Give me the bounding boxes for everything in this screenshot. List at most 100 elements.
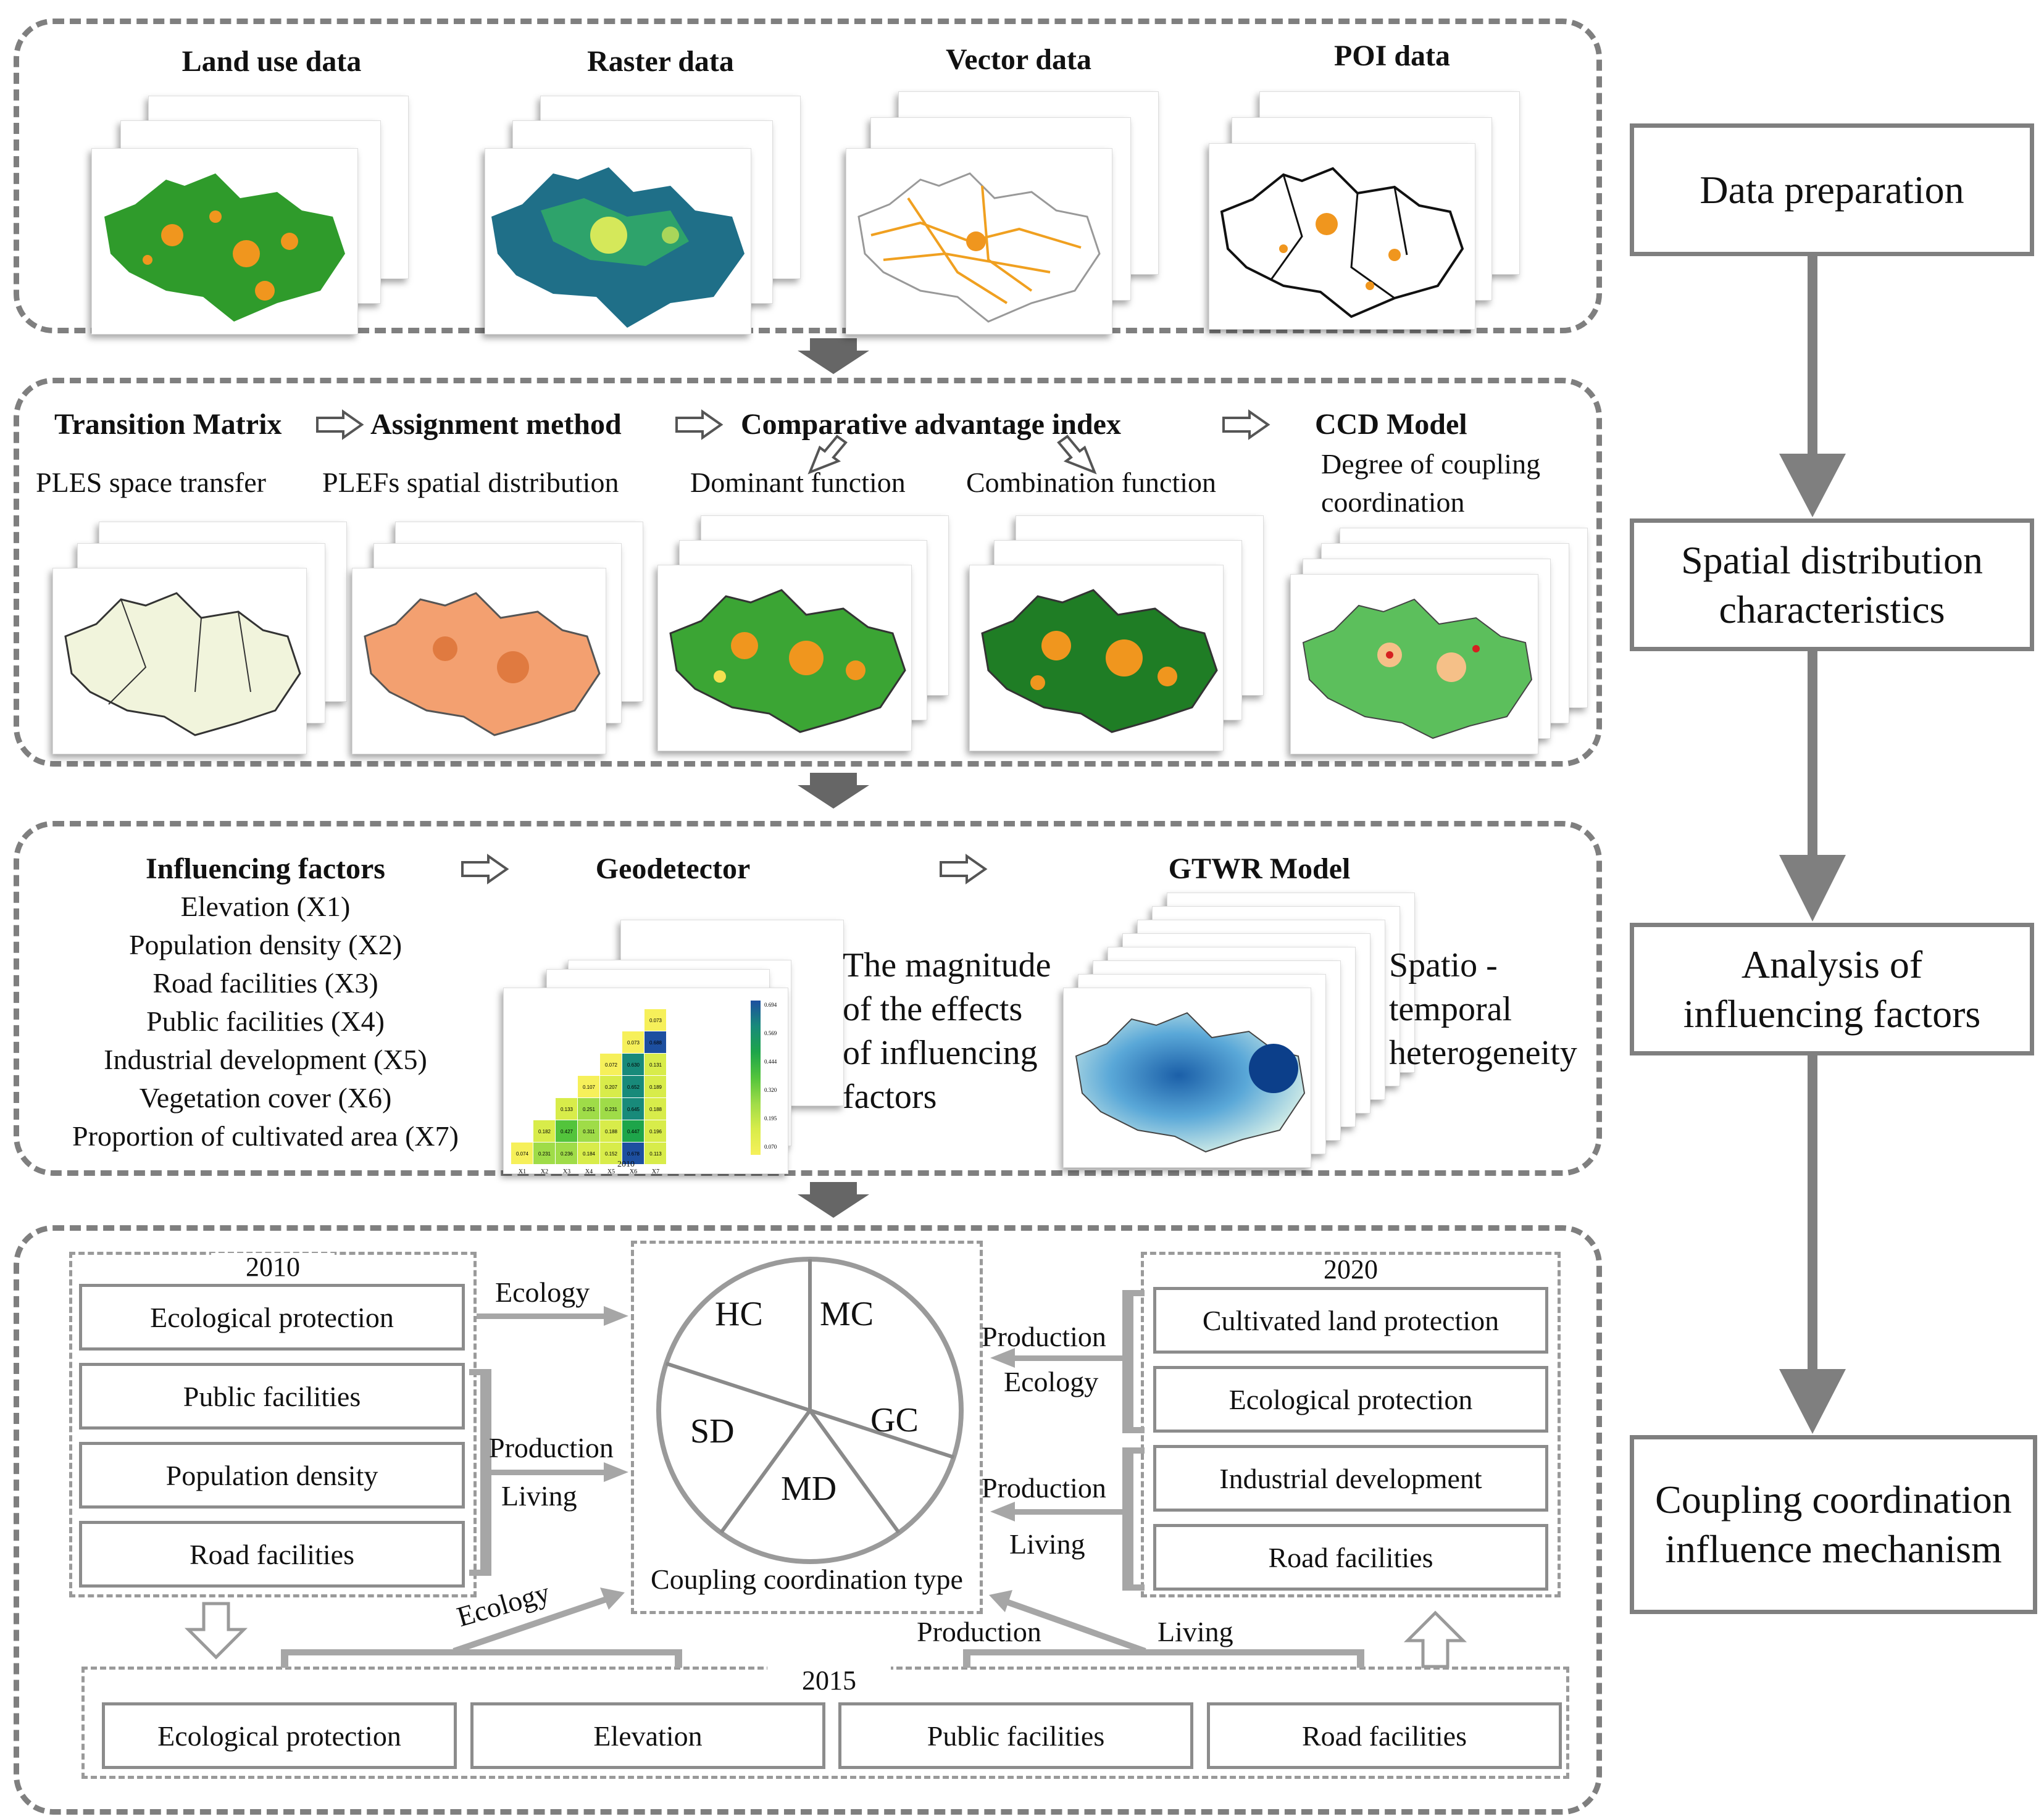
factor-elevation: Elevation (X1) bbox=[180, 891, 351, 922]
down-arrow-2 bbox=[798, 773, 869, 809]
matrix-year-label: 2010 bbox=[617, 1160, 635, 1169]
gtwr-title: GTWR Model bbox=[1168, 852, 1351, 885]
ccd-map bbox=[1302, 598, 1533, 739]
matrix-colorbar-tick: 0.444 bbox=[764, 1059, 777, 1065]
matrix-cell-value: 0.652 bbox=[627, 1084, 640, 1090]
factor-cultivated-area: Proportion of cultivated area (X7) bbox=[72, 1120, 459, 1152]
matrix-cell bbox=[600, 1143, 622, 1164]
matrix-cell bbox=[533, 1143, 555, 1164]
raster-map bbox=[491, 167, 745, 328]
output-dominant-function: Dominant function bbox=[690, 467, 906, 498]
vector-map-card bbox=[846, 148, 1112, 335]
box-2015-ecological-protection: Ecological protection bbox=[102, 1702, 457, 1769]
raster-title: Raster data bbox=[587, 45, 734, 78]
matrix-cell bbox=[600, 1054, 622, 1075]
factor-population-density: Population density (X2) bbox=[128, 929, 403, 960]
poi-map bbox=[1220, 167, 1464, 318]
gtwr-map bbox=[1075, 1012, 1306, 1153]
matrix-cell-value: 0.447 bbox=[627, 1129, 640, 1134]
vector-map bbox=[857, 172, 1101, 323]
label-living-2020: Living bbox=[1009, 1528, 1085, 1560]
matrix-cell-value: 0.311 bbox=[583, 1129, 595, 1134]
down-arrow-1 bbox=[798, 338, 869, 374]
raster-map-card bbox=[485, 148, 751, 335]
matrix-cell bbox=[578, 1143, 599, 1164]
matrix-cell-value: 0.072 bbox=[605, 1062, 618, 1068]
matrix-axis-label: X4 bbox=[585, 1168, 593, 1175]
factor-industrial-development: Industrial development (X5) bbox=[104, 1044, 427, 1075]
transfer-map bbox=[64, 592, 301, 736]
box-2010-ecological-protection: Ecological protection bbox=[79, 1284, 465, 1351]
poi-map-card bbox=[1209, 143, 1475, 330]
output-ples-transfer: PLES space transfer bbox=[36, 467, 266, 498]
flow-data-preparation: Data preparation bbox=[1630, 123, 2034, 256]
matrix-cell-value: 0.182 bbox=[538, 1129, 551, 1134]
matrix-cell-value: 0.073 bbox=[649, 1018, 662, 1023]
pie-segment-hc: HC bbox=[715, 1295, 763, 1333]
method-comparative-advantage: Comparative advantage index bbox=[741, 408, 1121, 441]
matrix-cell-value: 0.152 bbox=[605, 1151, 618, 1157]
matrix-cell bbox=[644, 1098, 666, 1120]
stage-data-frame bbox=[14, 19, 1602, 333]
matrix-cell bbox=[644, 1009, 666, 1031]
matrix-cell bbox=[644, 1120, 666, 1142]
matrix-cell-value: 0.113 bbox=[649, 1151, 662, 1157]
geodetector-caption-2: of the effects bbox=[843, 990, 1023, 1028]
hollow-arrow-1 bbox=[316, 409, 364, 440]
geodetector-caption-3: of influencing bbox=[843, 1034, 1038, 1072]
matrix-colorbar-tick: 0.195 bbox=[764, 1115, 777, 1122]
gtwr-caption-3: heterogeneity bbox=[1389, 1034, 1577, 1072]
matrix-cell bbox=[556, 1120, 577, 1142]
matrix-cell bbox=[600, 1120, 622, 1142]
hollow-arrow-4 bbox=[461, 854, 509, 885]
factor-vegetation-cover: Vegetation cover (X6) bbox=[139, 1082, 392, 1113]
dominant-map-card bbox=[657, 565, 912, 751]
matrix-cell bbox=[622, 1120, 644, 1142]
matrix-cell bbox=[511, 1143, 533, 1164]
matrix-cell bbox=[578, 1120, 599, 1142]
matrix-axis-label: X3 bbox=[563, 1168, 570, 1175]
ccd-map-card bbox=[1290, 574, 1538, 754]
matrix-cell bbox=[578, 1076, 599, 1097]
matrix-cell-value: 0.630 bbox=[627, 1062, 640, 1068]
matrix-cell-value: 0.133 bbox=[561, 1107, 574, 1112]
matrix-colorbar-tick: 0.070 bbox=[764, 1144, 777, 1150]
influencing-factors-title: Influencing factors bbox=[146, 852, 385, 885]
hollow-arrow-3 bbox=[1222, 409, 1270, 440]
matrix-cell-value: 0.107 bbox=[583, 1084, 596, 1090]
plefs-map-card bbox=[352, 568, 606, 754]
label-living-2015: Living bbox=[1158, 1616, 1233, 1647]
box-2010-population-density: Population density bbox=[79, 1442, 465, 1509]
matrix-cell-value: 0.251 bbox=[583, 1107, 596, 1112]
matrix-cell bbox=[556, 1143, 577, 1164]
box-2015-public-facilities: Public facilities bbox=[838, 1702, 1193, 1769]
plefs-map bbox=[364, 592, 601, 736]
pie-segment-mc: MC bbox=[820, 1295, 874, 1333]
matrix-cell bbox=[644, 1031, 666, 1053]
geodetector-title: Geodetector bbox=[595, 852, 751, 885]
box-2020-road-facilities: Road facilities bbox=[1153, 1524, 1548, 1591]
matrix-cell-value: 0.196 bbox=[649, 1129, 662, 1134]
box-2010-public-facilities: Public facilities bbox=[79, 1363, 465, 1430]
stage-factors-frame bbox=[14, 821, 1602, 1176]
gtwr-caption-1: Spatio - bbox=[1389, 946, 1498, 984]
down-arrow-3 bbox=[798, 1182, 869, 1218]
factor-public-facilities: Public facilities (X4) bbox=[146, 1005, 385, 1037]
stage-spatial-frame bbox=[14, 378, 1602, 767]
coupling-pie bbox=[656, 1257, 964, 1564]
matrix-colorbar-tick: 0.320 bbox=[764, 1087, 777, 1093]
year-2010: 2010 bbox=[211, 1252, 335, 1282]
pie-segment-sd: SD bbox=[690, 1412, 735, 1451]
flow-influencing-factors: Analysis of influencing factors bbox=[1630, 923, 2034, 1055]
matrix-cell-value: 0.188 bbox=[605, 1129, 618, 1134]
output-degree-coupling: Degree of coupling bbox=[1321, 448, 1541, 480]
vector-title: Vector data bbox=[946, 43, 1091, 76]
land-use-map bbox=[104, 173, 345, 322]
matrix-axis-label: X7 bbox=[652, 1168, 659, 1175]
label-production-2010: Production bbox=[489, 1432, 614, 1463]
matrix-cell bbox=[578, 1098, 599, 1120]
matrix-colorbar bbox=[751, 1001, 761, 1155]
hollow-arrow-diag-right bbox=[1057, 435, 1097, 475]
method-assignment: Assignment method bbox=[370, 408, 622, 441]
